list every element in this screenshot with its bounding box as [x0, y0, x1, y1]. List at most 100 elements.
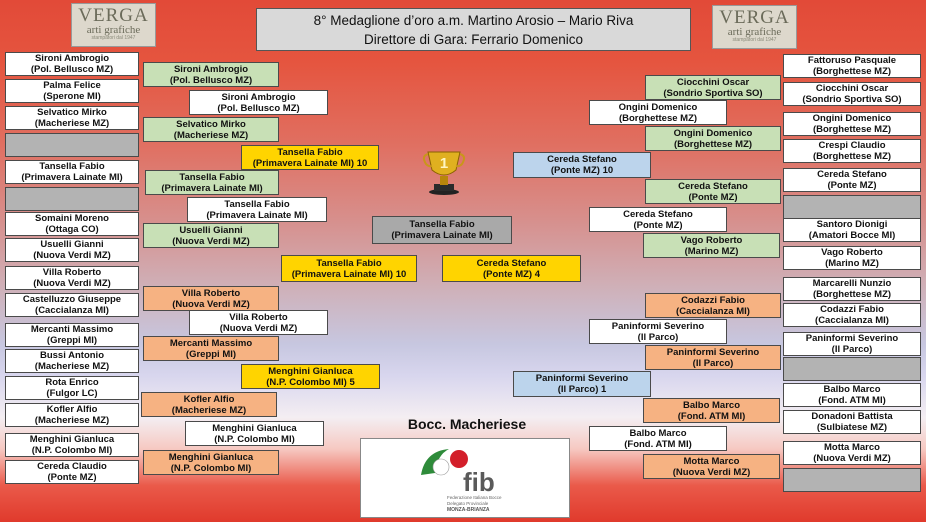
player-name: Paninformi Severino: [805, 333, 899, 344]
match-slot: Vago Roberto(Marino MZ): [643, 233, 780, 258]
match-slot: Bussi Antonio(Macheriese MZ): [5, 349, 139, 373]
match-slot: Ciocchini Oscar(Sondrio Sportiva SO): [645, 75, 781, 100]
fib-text: fib: [463, 467, 495, 497]
player-club: (Borghettese MZ): [812, 151, 892, 162]
match-slot: Santoro Dionigi(Amatori Bocce MI): [783, 218, 921, 242]
player-name: Usuelli Gianni: [179, 224, 243, 236]
match-slot: [5, 187, 139, 211]
player-club: (Nuova Verdi MZ): [813, 453, 891, 464]
match-slot: Cereda Stefano(Ponte MZ): [589, 207, 727, 232]
player-club: (Caccialanza MI): [676, 305, 750, 317]
player-name: Cereda Stefano: [476, 257, 547, 269]
winner-name: Tansella Fabio: [409, 219, 475, 230]
tournament-title: 8° Medaglione d’oro a.m. Martino Arosio …: [256, 8, 691, 51]
federation-logo: fib Federazione Italiana Bocce Delegato …: [360, 438, 570, 518]
logo-brand: VERGA: [78, 5, 149, 26]
match-slot: Balbo Marco(Fond. ATM MI): [783, 383, 921, 407]
player-name: Mercanti Massimo: [169, 337, 253, 349]
player-club: (Fond. ATM MI): [818, 395, 886, 406]
player-club: (Borghettese MZ): [618, 112, 698, 124]
host-club: Bocc. Macheriese: [407, 416, 527, 432]
semifinal-left: Tansella Fabio (Primavera Lainate MI) 10: [281, 255, 417, 282]
match-slot: Tansella Fabio(Primavera Lainate MI): [5, 160, 139, 184]
match-slot: Codazzi Fabio(Caccialanza MI): [783, 303, 921, 327]
player-club: (Ponte MZ): [633, 219, 683, 231]
match-slot: Paninformi Severino(Il Parco): [645, 345, 781, 370]
player-name: Ciocchini Oscar: [676, 76, 750, 88]
player-club: (Ponte MZ): [688, 191, 738, 203]
winner-club: (Primavera Lainate MI): [391, 230, 493, 241]
player-club: (Il Parco) 1: [557, 384, 607, 395]
match-slot: Donadoni Battista(Sulbiatese MZ): [783, 410, 921, 434]
fib-region: MONZA-BRIANZA: [447, 507, 490, 513]
player-club: (Pol. Bellusco MZ): [30, 64, 114, 75]
match-slot: Menghini Gianluca(N.P. Colombo MI) 5: [241, 364, 380, 389]
match-slot: Usuelli Gianni(Nuova Verdi MZ): [5, 238, 139, 262]
player-club: (Il Parco): [692, 357, 734, 369]
player-club: (Ponte MZ) 10: [550, 165, 614, 176]
player-name: Cereda Stefano: [678, 180, 748, 192]
player-name: Cereda Stefano: [547, 154, 617, 165]
match-slot: Sironi Ambrogio(Pol. Bellusco MZ): [5, 52, 139, 76]
player-club: (Nuova Verdi MZ): [33, 250, 111, 261]
match-slot: Fattoruso Pasquale(Borghettese MZ): [783, 54, 921, 78]
player-club: (Il Parco): [831, 344, 873, 355]
player-club: (Caccialanza MI): [35, 305, 109, 316]
match-slot: Palma Felice(Sperone MI): [5, 79, 139, 103]
player-name: Cereda Stefano: [623, 208, 693, 220]
player-name: Tansella Fabio: [39, 161, 105, 172]
player-name: Codazzi Fabio: [820, 304, 884, 315]
player-club: (Marino MZ): [825, 258, 879, 269]
match-slot: Motta Marco(Nuova Verdi MZ): [643, 454, 780, 479]
sponsor-logo-right: VERGA arti grafiche stampatori dal 1947: [712, 5, 797, 49]
match-slot: Menghini Gianluca(N.P. Colombo MI): [143, 450, 279, 475]
player-name: Codazzi Fabio: [681, 294, 745, 306]
player-club: (Marino MZ): [684, 245, 739, 257]
match-slot: Villa Roberto(Nuova Verdi MZ): [5, 266, 139, 290]
match-slot: Paninformi Severino(Il Parco) 1: [513, 371, 651, 397]
match-slot: Menghini Gianluca(N.P. Colombo MI): [185, 421, 324, 446]
player-club: (Ottaga CO): [45, 224, 99, 235]
player-club: (N.P. Colombo MI): [170, 462, 252, 474]
player-name: Selvatico Mirko: [176, 118, 246, 130]
player-name: Paninformi Severino: [535, 373, 629, 384]
logo-brand: VERGA: [719, 7, 790, 28]
player-name: Menghini Gianluca: [212, 422, 297, 434]
player-name: Villa Roberto: [229, 311, 288, 323]
player-club: (Borghettese MZ): [812, 66, 892, 77]
player-club: (Primavera Lainate MI): [161, 182, 263, 194]
player-name: Ciocchini Oscar: [815, 83, 889, 94]
player-name: Tansella Fabio: [224, 198, 290, 210]
title-line-1: 8° Medaglione d’oro a.m. Martino Arosio …: [313, 13, 634, 28]
player-name: Crespi Claudio: [818, 140, 886, 151]
player-club: (Pol. Bellusco MZ): [217, 102, 300, 114]
player-club: (Nuova Verdi MZ): [33, 278, 111, 289]
player-club: (Sperone MI): [43, 91, 101, 102]
svg-text:1: 1: [440, 155, 448, 172]
match-slot: Tansella Fabio(Primavera Lainate MI) 10: [241, 145, 379, 170]
final-winner: Tansella Fabio (Primavera Lainate MI): [372, 216, 512, 244]
match-slot: Sironi Ambrogio(Pol. Bellusco MZ): [189, 90, 328, 115]
player-name: Santoro Dionigi: [816, 219, 888, 230]
title-line-2: Direttore di Gara: Ferrario Domenico: [363, 32, 584, 47]
player-name: Sironi Ambrogio: [173, 63, 249, 75]
match-slot: Selvatico Mirko(Macheriese MZ): [143, 117, 279, 142]
player-club: (Borghettese MZ): [812, 124, 892, 135]
match-slot: Marcarelli Nunzio(Borghettese MZ): [783, 277, 921, 301]
match-slot: Ongini Domenico(Borghettese MZ): [589, 100, 727, 125]
match-slot: [5, 133, 139, 157]
player-name: Ongini Domenico: [618, 101, 698, 113]
player-club: (N.P. Colombo MI): [31, 445, 113, 456]
match-slot: Menghini Gianluca(N.P. Colombo MI): [5, 433, 139, 457]
player-name: Tansella Fabio: [316, 257, 382, 269]
player-name: Tansella Fabio: [179, 171, 245, 183]
player-name: Fattoruso Pasquale: [807, 55, 897, 66]
player-club: (Macheriese MZ): [173, 129, 249, 141]
player-name: Villa Roberto: [42, 267, 102, 278]
match-slot: Cereda Stefano(Ponte MZ): [783, 168, 921, 192]
player-club: (Primavera Lainate MI) 10: [291, 268, 407, 280]
player-club: (Macheriese MZ): [34, 415, 110, 426]
player-name: Menghini Gianluca: [268, 365, 353, 377]
player-name: Paninformi Severino: [611, 320, 705, 332]
match-slot: Paninformi Severino(Il Parco): [783, 332, 921, 356]
